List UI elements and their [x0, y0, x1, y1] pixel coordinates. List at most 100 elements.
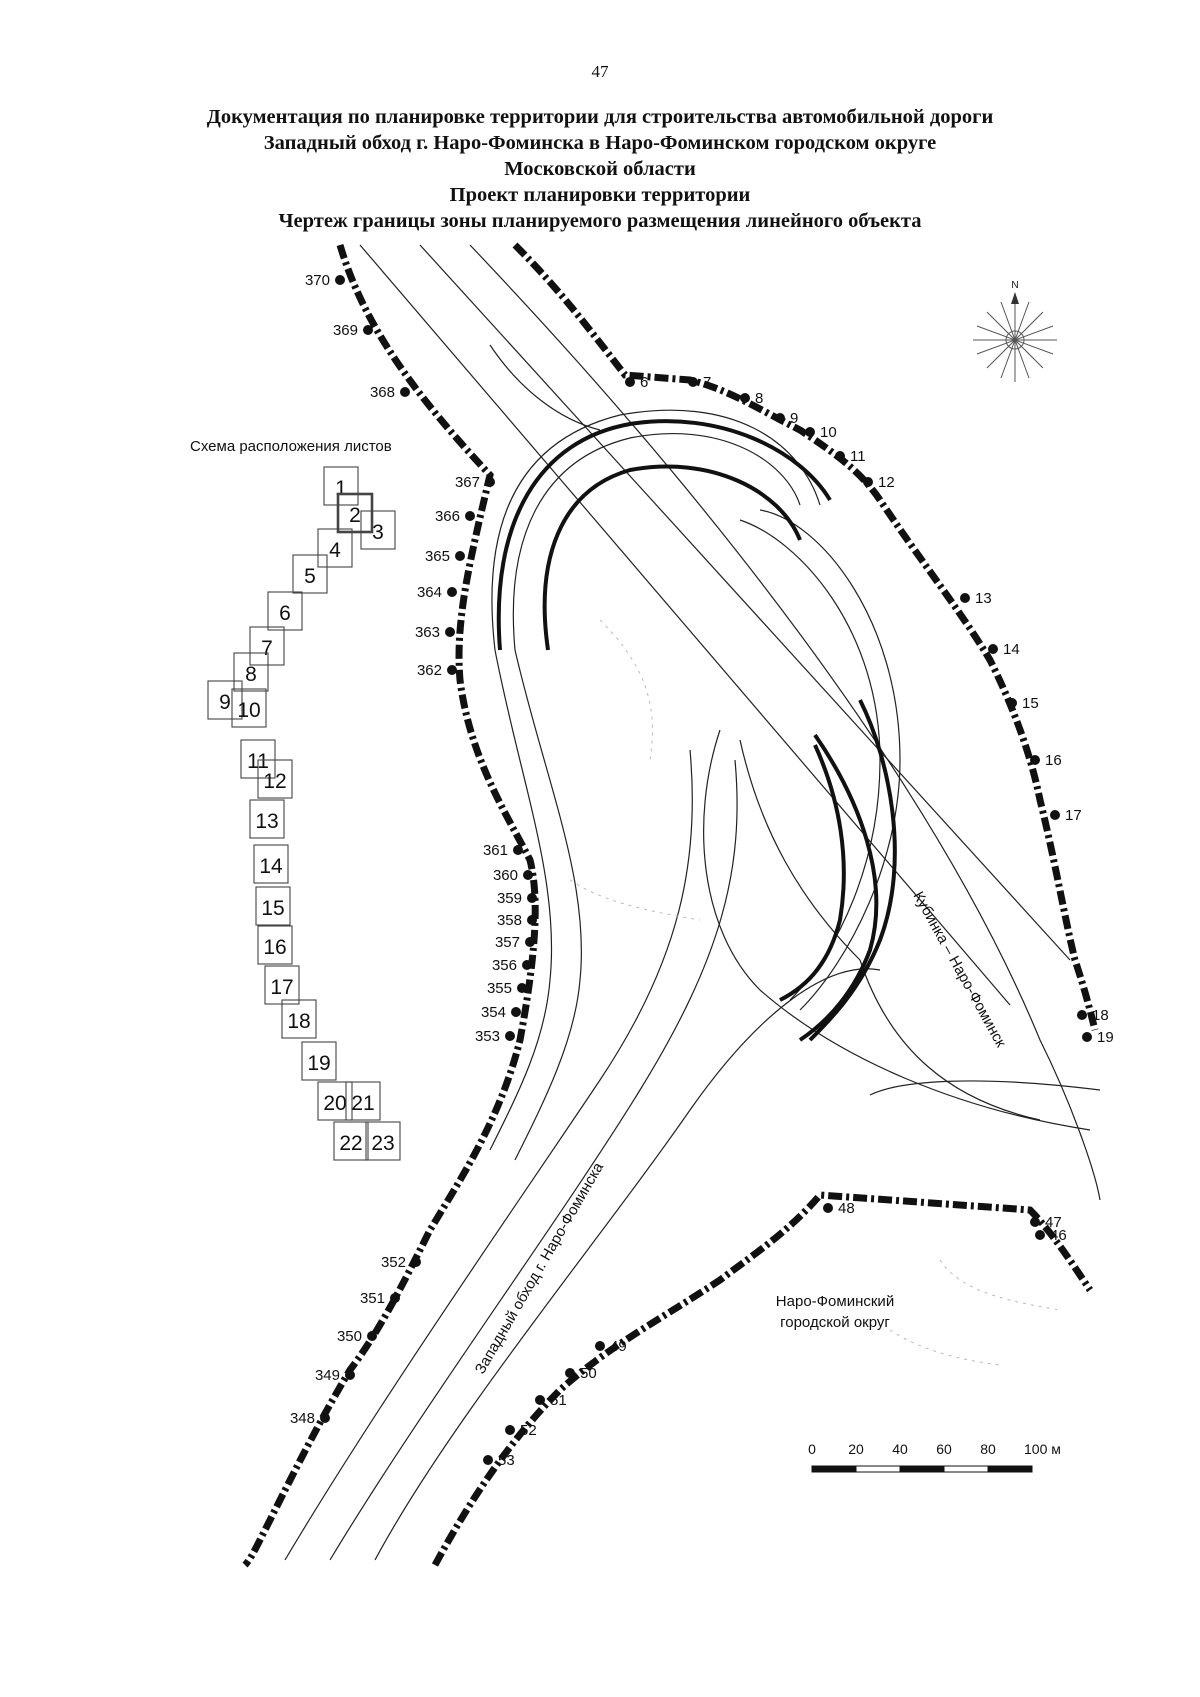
boundary-point-label: 356 [492, 957, 517, 974]
sheet-number: 9 [219, 691, 231, 714]
boundary-point-label: 15 [1022, 695, 1039, 712]
boundary-point-marker [863, 477, 873, 487]
scale-tick-label: 0 [808, 1441, 816, 1457]
junction-ramp [869, 1080, 1101, 1096]
boundary-point-label: 11 [850, 448, 866, 465]
boundary-point-label: 47 [1045, 1214, 1062, 1231]
boundary-point-marker [523, 870, 533, 880]
boundary-point-label: 13 [975, 590, 992, 607]
sheet-number: 3 [372, 521, 384, 544]
sheet-number: 8 [245, 663, 257, 686]
boundary-point-label: 46 [1050, 1227, 1067, 1244]
boundary-point-marker [511, 1007, 521, 1017]
boundary-point-label: 351 [360, 1290, 385, 1307]
boundary-point-marker [445, 627, 455, 637]
triangle-ramp [703, 729, 761, 991]
scale-segment [943, 1465, 989, 1473]
loop-ramp [739, 519, 881, 1001]
boundary-point-label: 360 [493, 867, 518, 884]
sheet-box [292, 554, 328, 594]
loop-ramp [514, 649, 583, 1161]
boundary-point-label: 18 [1092, 1007, 1109, 1024]
sheet-number: 13 [255, 810, 278, 833]
scale-segment [811, 1465, 857, 1473]
boundary-point-label: 354 [481, 1004, 506, 1021]
sheet-number: 16 [263, 936, 286, 959]
boundary-point-marker [988, 644, 998, 654]
boundary-point-label: 10 [820, 424, 837, 441]
boundary-point-marker [625, 377, 635, 387]
boundary-point-marker [411, 1257, 421, 1267]
bypass-road-edge [329, 759, 738, 1561]
boundary-point-marker [505, 1031, 515, 1041]
boundary-point-marker [483, 1455, 493, 1465]
main-road-edge [469, 244, 1101, 1201]
boundary-point-marker [400, 387, 410, 397]
boundary-south [431, 1191, 1093, 1567]
boundary-point-marker [485, 477, 495, 487]
boundary-point-label: 49 [610, 1338, 627, 1355]
boundary-point-marker [823, 1203, 833, 1213]
scale-tick-label: 20 [848, 1441, 864, 1457]
boundary-northeast [512, 242, 1099, 1031]
boundary-point-label: 359 [497, 890, 522, 907]
boundary-west-points: 3703693683673663653643633623613603593583… [290, 272, 537, 1427]
road-label-kubinka: Кубинка – Наро-Фоминск [910, 889, 1010, 1051]
boundary-point-marker [505, 1425, 515, 1435]
loop-ramp [759, 509, 901, 1011]
sheet-number: 21 [351, 1092, 374, 1115]
boundary-point-label: 9 [790, 410, 798, 427]
scale-tick-label: 100 м [1024, 1441, 1061, 1457]
boundary-point-label: 369 [333, 322, 358, 339]
sheet-box [317, 1081, 353, 1121]
junction-ramp [759, 989, 1091, 1131]
boundary-point-label: 361 [483, 842, 508, 859]
loop-ramp [489, 649, 553, 1151]
boundary-point-marker [363, 325, 373, 335]
boundary-point-label: 366 [435, 508, 460, 525]
sheet-box [336, 492, 374, 534]
boundary-point-marker [527, 915, 537, 925]
boundary-point-marker [447, 665, 457, 675]
boundary-point-marker [367, 1331, 377, 1341]
sheet-box [317, 528, 353, 568]
sheet-number: 7 [261, 637, 273, 660]
boundary-point-marker [535, 1395, 545, 1405]
sheet-box [365, 1121, 401, 1161]
boundary-point-marker [1077, 1010, 1087, 1020]
title-line: Документация по планировке территории дл… [206, 106, 994, 128]
boundary-lines [242, 242, 1099, 1568]
contour-line [889, 1329, 1001, 1366]
boundary-point-label: 14 [1003, 641, 1020, 658]
sheet-box [207, 680, 243, 720]
triangle-ramp [739, 739, 861, 961]
boundary-point-label: 370 [305, 272, 330, 289]
title-line: Проект планировки территории [449, 184, 751, 206]
boundary-point-label: 349 [315, 1367, 340, 1384]
boundary-point-label: 6 [640, 374, 648, 391]
scale-segment [987, 1465, 1033, 1473]
boundary-point-label: 358 [497, 912, 522, 929]
boundary-point-marker [320, 1413, 330, 1423]
boundary-point-marker [390, 1293, 400, 1303]
sheet-scheme-title: Схема расположения листов [190, 438, 392, 455]
boundary-point-label: 352 [381, 1254, 406, 1271]
loop-ramp [512, 433, 801, 651]
sheet-box [301, 1041, 337, 1081]
boundary-point-marker [1030, 1217, 1040, 1227]
sheet-number: 19 [307, 1052, 330, 1075]
sheet-box [257, 925, 293, 965]
structure-line [798, 733, 879, 1042]
sheet-box [360, 510, 396, 550]
boundary-point-marker [1030, 755, 1040, 765]
loop-ramp [491, 409, 821, 651]
boundary-point-marker [525, 937, 535, 947]
boundary-point-label: 353 [475, 1028, 500, 1045]
contour-line [569, 879, 701, 921]
main-road-edge [419, 244, 1071, 961]
terrain-marks [569, 619, 1061, 1366]
north-arrow-icon: N [973, 280, 1057, 382]
